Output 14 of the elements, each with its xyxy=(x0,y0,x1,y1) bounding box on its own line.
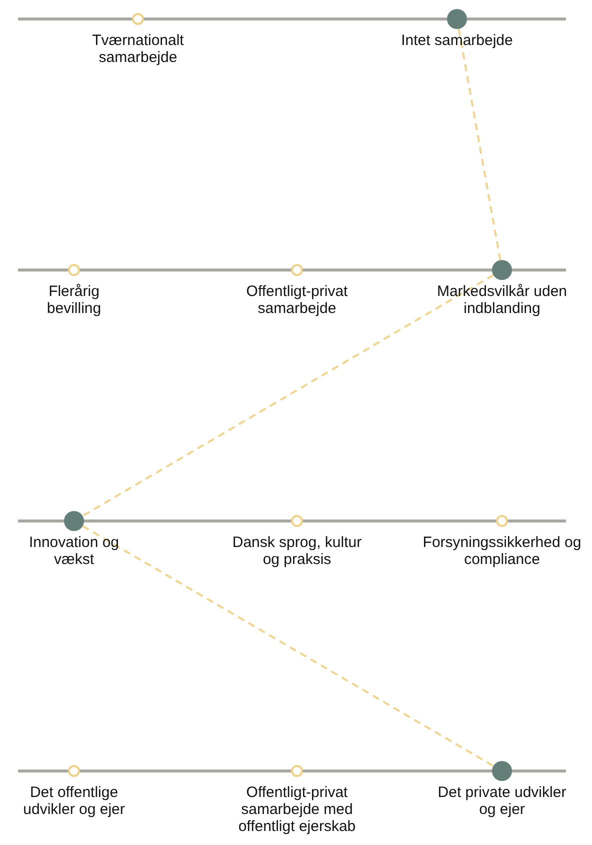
option-label: Forsyningssikkerhed og compliance xyxy=(422,534,582,568)
option-label: Det offentlige udvikler og ejer xyxy=(22,784,126,818)
connector-line xyxy=(82,525,494,767)
option-label: Intet samarbejde xyxy=(400,32,514,49)
option-label: Dansk sprog, kultur og praksis xyxy=(231,534,363,568)
option-label: Offentligt-privat samarbejde xyxy=(245,283,349,317)
connector-line xyxy=(458,28,502,260)
option-label: Tværnationalt samarbejde xyxy=(91,32,185,66)
option-label: Det private udvikler og ejer xyxy=(437,784,567,818)
option-label: Offentligt-privat samarbejde med offentligt ejerskab xyxy=(237,784,357,835)
connector-line xyxy=(82,274,494,517)
option-label: Markedsvilkår uden indblanding xyxy=(436,283,568,317)
option-label: Flerårig bevilling xyxy=(46,283,102,317)
option-label: Innovation og vækst xyxy=(28,534,120,568)
